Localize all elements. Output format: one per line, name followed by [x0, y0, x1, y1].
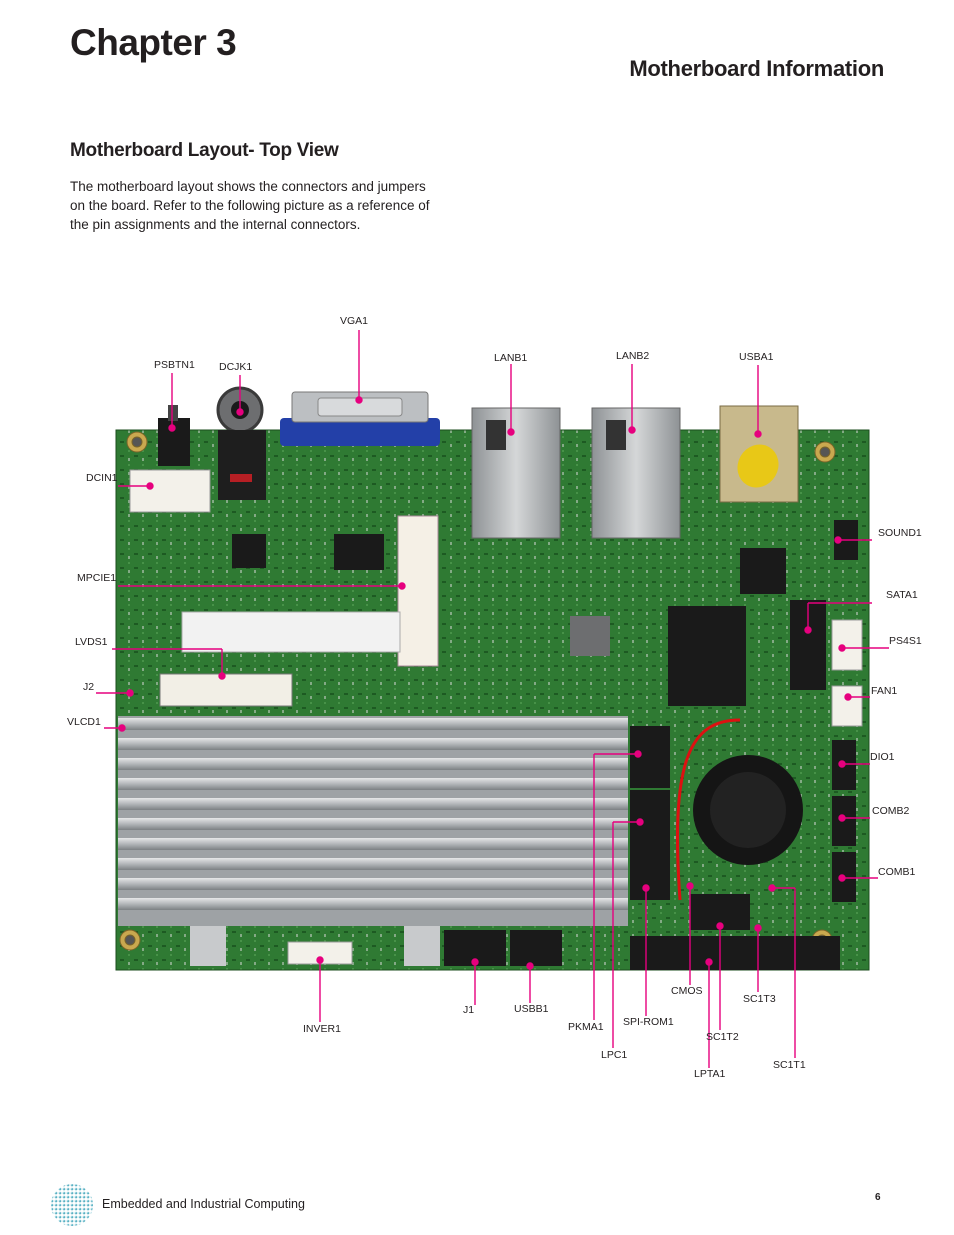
label-sound1: SOUND1: [878, 527, 922, 539]
mpcie-slot: [397, 515, 439, 667]
intro-paragraph: The motherboard layout shows the connect…: [70, 179, 430, 232]
label-mpcie1: MPCIE1: [77, 572, 117, 584]
pin-headers: [444, 520, 858, 970]
chapter-title: Chapter 3: [70, 22, 237, 63]
chips: [232, 534, 786, 706]
page-number: 6: [875, 1192, 881, 1203]
label-lanb1: LANB1: [494, 352, 528, 364]
label-dcjk1: DCJK1: [219, 361, 253, 373]
right-connectors: [831, 619, 863, 727]
label-vlcd1: VLCD1: [67, 716, 101, 728]
company-logo-icon: [51, 1184, 93, 1226]
lvds-connector: [159, 673, 293, 707]
label-usbb1: USBB1: [514, 1003, 549, 1015]
label-dio1: DIO1: [870, 751, 895, 763]
heatsink: [118, 716, 628, 966]
vga-connector: [280, 391, 440, 446]
label-dcin1: DCIN1: [86, 472, 118, 484]
label-j2: J2: [83, 681, 95, 693]
label-comb1: COMB1: [878, 866, 916, 878]
label-lanb2: LANB2: [616, 350, 650, 362]
label-lvds1: LVDS1: [75, 636, 108, 648]
lan-jacks: [471, 407, 681, 539]
label-inver1: INVER1: [303, 1023, 341, 1035]
cmos-battery: [676, 718, 803, 901]
label-usba1: USBA1: [739, 351, 774, 363]
label-lpc1: LPC1: [601, 1049, 628, 1061]
label-sata1: SATA1: [886, 589, 918, 601]
callout-lines: [96, 330, 889, 1068]
label-cmos: CMOS: [671, 985, 703, 997]
label-pkma1: PKMA1: [568, 1021, 604, 1033]
label-sc1t1: SC1T1: [773, 1059, 806, 1071]
label-sc1t3: SC1T3: [743, 993, 776, 1005]
label-j1: J1: [463, 1004, 475, 1016]
label-vga1: VGA1: [340, 315, 369, 327]
label-sc1t2: SC1T2: [706, 1031, 739, 1043]
label-fan1: FAN1: [871, 685, 898, 697]
label-ps4s1: PS4S1: [889, 635, 922, 647]
label-psbtn1: PSBTN1: [154, 359, 195, 371]
label-spi-rom1: SPI-ROM1: [623, 1016, 674, 1028]
label-lpta1: LPTA1: [694, 1068, 726, 1080]
dc-jack: [216, 386, 266, 500]
dcin-connector: [129, 469, 211, 513]
label-comb2: COMB2: [872, 805, 910, 817]
subheading: Motherboard Layout- Top View: [70, 140, 339, 161]
section-title: Motherboard Information: [629, 56, 884, 81]
footer-tagline: Embedded and Industrial Computing: [102, 1197, 305, 1211]
usb-connector: [719, 405, 799, 503]
